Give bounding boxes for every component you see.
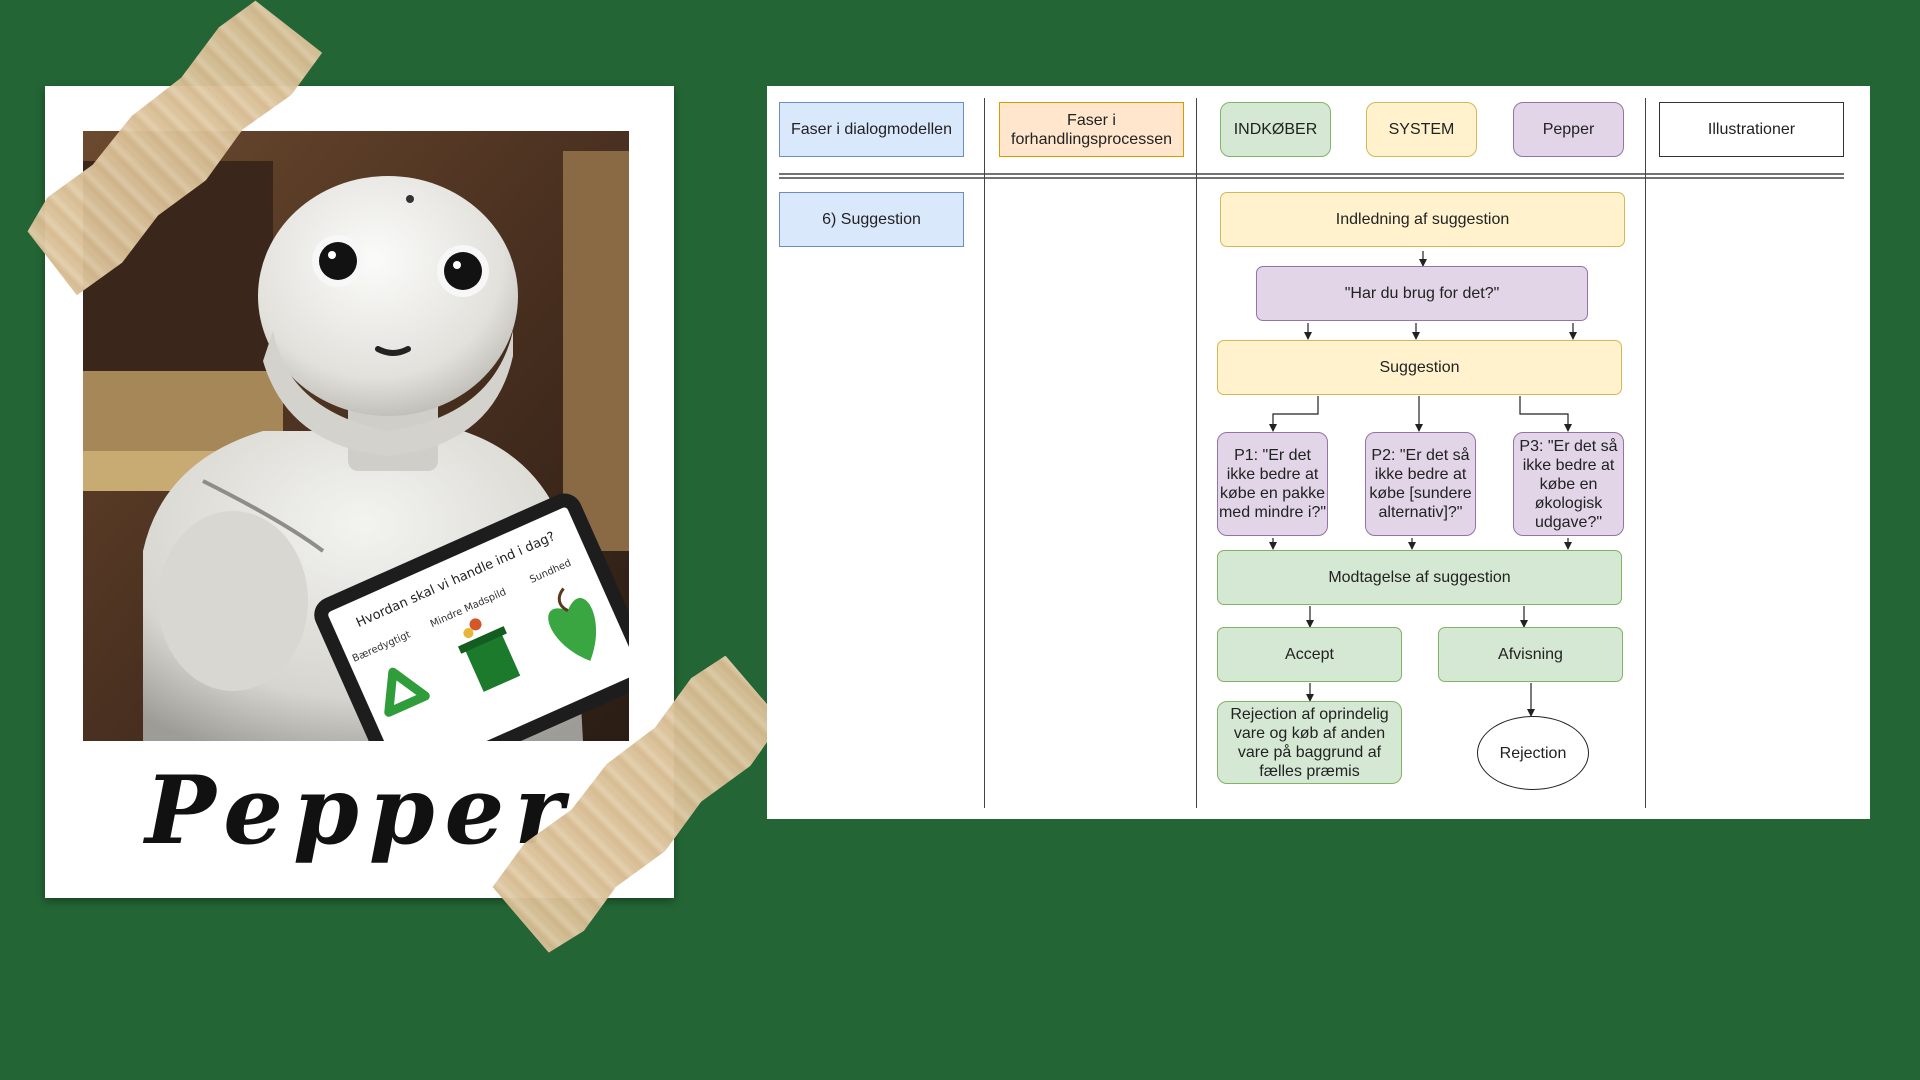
node-intro-suggestion: Indledning af suggestion [1220, 192, 1625, 247]
node-rejection-end: Rejection [1477, 716, 1589, 790]
header-illustrations: Illustrationer [1659, 102, 1844, 157]
node-rejection-choice: Afvisning [1438, 627, 1623, 682]
pepper-polaroid-photo: Hvordan skal vi handle ind i dag? Bæredy… [45, 86, 674, 898]
phase-suggestion: 6) Suggestion [779, 192, 964, 247]
header-buyer: INDKØBER [1220, 102, 1331, 157]
node-replacement-result: Rejection af oprindelig vare og køb af a… [1217, 701, 1402, 784]
node-p1-smaller-pack: P1: "Er det ikke bedre at købe en pakke … [1217, 432, 1328, 536]
recycle-icon [384, 667, 430, 717]
node-accept: Accept [1217, 627, 1402, 682]
node-reception-suggestion: Modtagelse af suggestion [1217, 550, 1622, 605]
header-pepper: Pepper [1513, 102, 1624, 157]
node-suggestion: Suggestion [1217, 340, 1622, 395]
node-need-question: "Har du brug for det?" [1256, 266, 1588, 321]
node-p2-healthier-alternative: P2: "Er det så ikke bedre at købe [sunde… [1365, 432, 1476, 536]
edge-suggestion-to-p1 [1269, 396, 1319, 432]
header-dialog-phases: Faser i dialogmodellen [779, 102, 964, 157]
polaroid-caption: Pepper [145, 756, 574, 866]
apple-icon [548, 587, 597, 661]
header-system: SYSTEM [1366, 102, 1477, 157]
pepper-robot-illustration: Hvordan skal vi handle ind i dag? Bæredy… [83, 131, 629, 741]
dialog-flow-diagram: Faser i dialogmodellen Faser i forhandli… [767, 86, 1870, 819]
lane-divider-3 [1645, 98, 1646, 808]
diagram-connectors [779, 173, 1844, 717]
lane-divider-1 [984, 98, 985, 808]
lane-divider-2 [1196, 98, 1197, 808]
waste-bin-icon [457, 618, 521, 692]
node-p3-organic-version: P3: "Er det så ikke bedre at købe en øko… [1513, 432, 1624, 536]
pepper-robot-photo: Hvordan skal vi handle ind i dag? Bæredy… [83, 131, 629, 741]
edge-suggestion-to-p3 [1519, 396, 1572, 432]
header-negotiation-phases: Faser i forhandlingsprocessen [999, 102, 1184, 157]
